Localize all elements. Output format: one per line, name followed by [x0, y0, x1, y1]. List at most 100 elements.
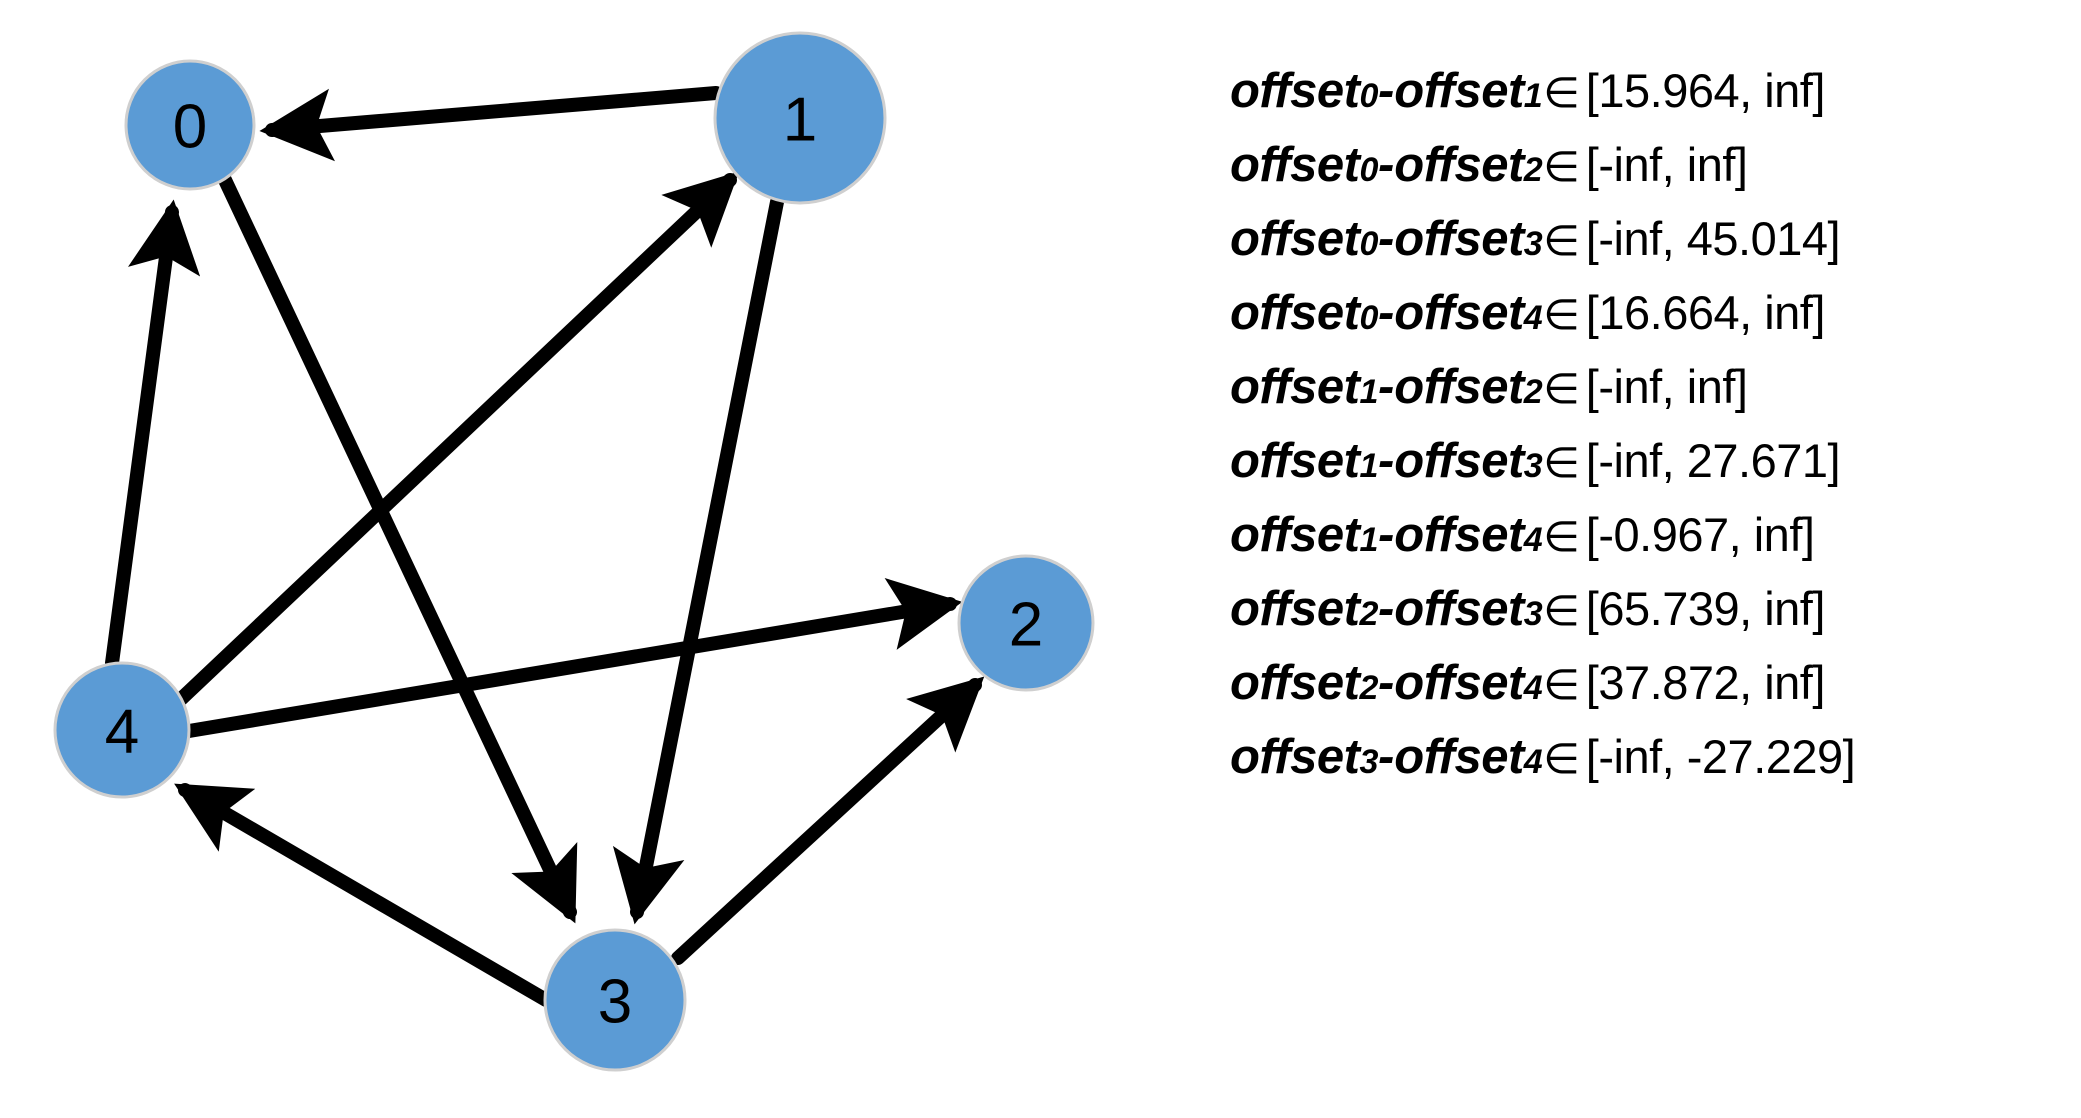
constraint-left-var: offset: [1230, 434, 1360, 488]
constraint-left-subscript: 3: [1359, 743, 1379, 781]
constraint-row: offset2-offset4∈[37.872, inf]: [1230, 646, 2081, 720]
constraint-range: [-inf, 45.014]: [1585, 212, 1841, 265]
edge-3-to-4: [174, 783, 553, 1007]
constraint-right-var: offset: [1394, 508, 1524, 562]
constraint-range: [15.964, inf]: [1585, 64, 1826, 117]
minus-symbol: -: [1377, 286, 1395, 340]
constraint-range: [-inf, -27.229]: [1585, 730, 1856, 783]
element-of-icon: ∈: [1543, 586, 1580, 635]
graph-nodes: 0 1 2 3 4: [53, 31, 1095, 1072]
minus-symbol: -: [1377, 730, 1395, 784]
node-label-2: 2: [1009, 591, 1043, 660]
element-of-icon: ∈: [1543, 290, 1580, 339]
constraint-row: offset0-offset1∈[15.964, inf]: [1230, 54, 2081, 128]
constraint-right-subscript: 4: [1523, 743, 1543, 781]
minus-symbol: -: [1377, 360, 1395, 414]
graph-node-0[interactable]: 0: [124, 59, 256, 191]
constraint-right-var: offset: [1394, 582, 1524, 636]
graph-panel: 0 1 2 3 4: [53, 31, 1095, 1072]
constraint-right-subscript: 4: [1523, 669, 1543, 707]
constraint-left-var: offset: [1230, 730, 1360, 784]
constraint-row: offset1-offset2∈[-inf, inf]: [1230, 350, 2081, 424]
minus-symbol: -: [1377, 508, 1395, 562]
constraint-left-var: offset: [1230, 138, 1360, 192]
constraint-left-subscript: 0: [1359, 151, 1379, 189]
constraint-left-subscript: 0: [1359, 299, 1379, 337]
constraint-left-subscript: 0: [1359, 225, 1379, 263]
node-circle-0[interactable]: [124, 59, 256, 191]
constraint-row: offset0-offset4∈[16.664, inf]: [1230, 276, 2081, 350]
graph-node-3[interactable]: 3: [543, 928, 687, 1072]
constraint-range: [-inf, 27.671]: [1585, 434, 1841, 487]
constraint-left-var: offset: [1230, 656, 1360, 710]
node-label-0: 0: [173, 93, 207, 162]
constraint-left-var: offset: [1230, 286, 1360, 340]
node-label-3: 3: [598, 968, 632, 1037]
constraint-right-var: offset: [1394, 138, 1524, 192]
constraint-right-subscript: 3: [1523, 447, 1543, 485]
constraint-left-subscript: 1: [1359, 373, 1379, 411]
minus-symbol: -: [1377, 434, 1395, 488]
constraint-range: [-0.967, inf]: [1585, 508, 1815, 561]
node-circle-2[interactable]: [957, 554, 1095, 692]
constraint-right-subscript: 1: [1523, 77, 1543, 115]
constraint-left-subscript: 1: [1359, 521, 1379, 559]
node-circle-3[interactable]: [543, 928, 687, 1072]
constraint-left-var: offset: [1230, 582, 1360, 636]
minus-symbol: -: [1377, 138, 1395, 192]
edge-1-to-0: [259, 86, 723, 162]
edge-3-to-2: [671, 676, 985, 965]
constraint-right-var: offset: [1394, 64, 1524, 118]
minus-symbol: -: [1377, 212, 1395, 266]
constraint-left-subscript: 0: [1359, 77, 1379, 115]
constraint-left-var: offset: [1230, 64, 1360, 118]
element-of-icon: ∈: [1543, 734, 1580, 783]
constraint-row: offset3-offset4∈[-inf, -27.229]: [1230, 720, 2081, 794]
constraints-list: offset0-offset1∈[15.964, inf] offset0-of…: [1230, 54, 2081, 1064]
edge-4-to-2: [182, 578, 963, 738]
constraint-right-var: offset: [1394, 286, 1524, 340]
node-label-4: 4: [105, 698, 139, 767]
edge-1-to-3: [612, 195, 784, 925]
element-of-icon: ∈: [1543, 660, 1580, 709]
graph-edges: [105, 86, 985, 1007]
element-of-icon: ∈: [1543, 512, 1580, 561]
minus-symbol: -: [1377, 582, 1395, 636]
element-of-icon: ∈: [1543, 364, 1580, 413]
minus-symbol: -: [1377, 656, 1395, 710]
constraint-right-subscript: 2: [1523, 151, 1543, 189]
graph-node-1[interactable]: 1: [713, 31, 887, 205]
constraint-left-subscript: 2: [1359, 595, 1379, 633]
constraint-row: offset2-offset3∈[65.739, inf]: [1230, 572, 2081, 646]
minus-symbol: -: [1377, 64, 1395, 118]
graph-node-4[interactable]: 4: [53, 661, 191, 799]
constraint-range: [65.739, inf]: [1585, 582, 1826, 635]
constraint-left-subscript: 2: [1359, 669, 1379, 707]
element-of-icon: ∈: [1543, 216, 1580, 265]
constraint-right-var: offset: [1394, 434, 1524, 488]
element-of-icon: ∈: [1543, 438, 1580, 487]
constraint-row: offset0-offset2∈[-inf, inf]: [1230, 128, 2081, 202]
node-circle-4[interactable]: [53, 661, 191, 799]
element-of-icon: ∈: [1543, 142, 1580, 191]
constraint-left-subscript: 1: [1359, 447, 1379, 485]
constraint-right-subscript: 3: [1523, 225, 1543, 263]
constraint-left-var: offset: [1230, 360, 1360, 414]
constraint-range: [37.872, inf]: [1585, 656, 1826, 709]
graph-node-2[interactable]: 2: [957, 554, 1095, 692]
directed-graph-diagram: 0 1 2 3 4: [53, 31, 1095, 1072]
constraint-row: offset1-offset3∈[-inf, 27.671]: [1230, 424, 2081, 498]
edge-0-to-3: [218, 173, 578, 924]
constraint-range: [-inf, inf]: [1585, 138, 1748, 191]
constraint-right-subscript: 4: [1523, 299, 1543, 337]
constraint-right-subscript: 4: [1523, 521, 1543, 559]
element-of-icon: ∈: [1543, 68, 1580, 117]
constraint-range: [16.664, inf]: [1585, 286, 1826, 339]
node-circle-1[interactable]: [713, 31, 887, 205]
constraint-right-subscript: 2: [1523, 373, 1543, 411]
constraint-right-subscript: 3: [1523, 595, 1543, 633]
constraint-left-var: offset: [1230, 212, 1360, 266]
edge-4-to-1: [173, 171, 740, 707]
node-label-1: 1: [783, 86, 817, 155]
